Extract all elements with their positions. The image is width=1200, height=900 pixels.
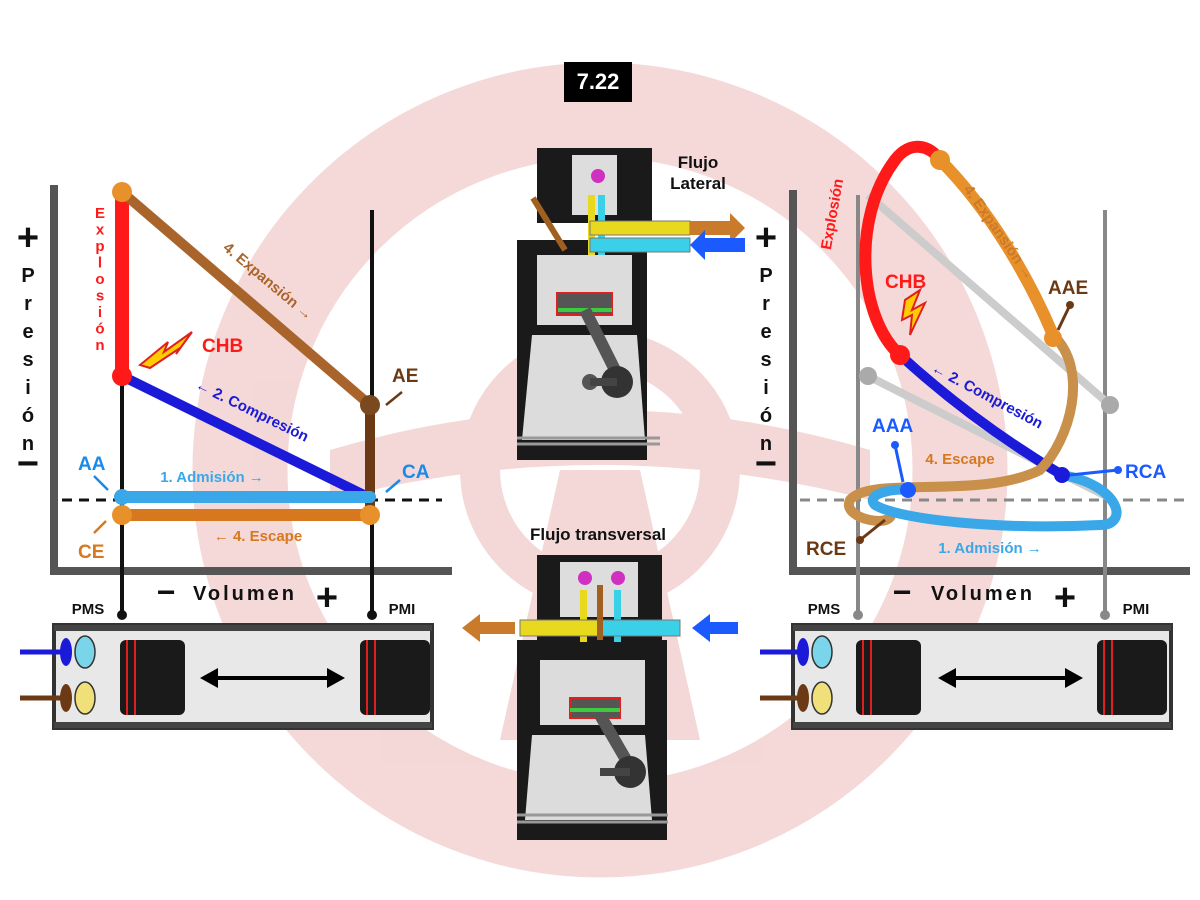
right-rce-arrow (859, 518, 886, 542)
left-pmi-label: PMI (389, 601, 416, 618)
left-ca-arrow (385, 479, 401, 493)
left-pressure-letter: ó (22, 405, 34, 427)
right-intake-valve (811, 635, 833, 669)
center-top-exhaust-arrow (690, 213, 745, 243)
right-pressure-plus: + (755, 217, 777, 259)
left-pressure-plus: + (17, 217, 39, 259)
right-rca-arrow (1069, 468, 1119, 477)
left-explosion-letter: x (96, 222, 105, 239)
right-spark-icon (900, 287, 928, 336)
right-cylinder (760, 623, 1173, 730)
right-pressure-letter: e (760, 321, 771, 343)
center-bottom-engine: Flujo transversal (462, 525, 738, 840)
left-aa-label: AA (78, 454, 106, 475)
left-explosion-letter: s (96, 288, 104, 305)
left-volume-plus: + (316, 577, 338, 619)
center-top-label-1: Flujo (678, 153, 719, 172)
center-bottom-intake-arrow (692, 614, 738, 642)
right-exhaust-valve (811, 681, 833, 715)
center-top-label-2: Lateral (670, 174, 726, 193)
left-exhaust-label: ← 4. Escape (214, 528, 302, 545)
right-pressure-letter: n (760, 433, 772, 455)
left-piston-pmi (360, 640, 430, 715)
left-explosion-letter: o (95, 271, 104, 288)
left-ce-arrow (93, 520, 107, 534)
left-pressure-letter: n (22, 433, 34, 455)
right-pressure-letter: s (760, 349, 771, 371)
right-pressure-letter: r (762, 293, 770, 315)
right-escape-label: 4. Escape (925, 451, 994, 468)
right-explosion-curve (859, 140, 945, 360)
left-pressure-minus: − (17, 443, 39, 485)
left-pressure-letter: P (21, 265, 34, 287)
right-exhaust-curve (844, 331, 1079, 526)
left-pressure-letter: e (22, 321, 33, 343)
left-admission-label: 1. Admisión → (160, 469, 264, 486)
left-pressure-letter: s (22, 349, 33, 371)
left-expansion-line (118, 188, 374, 409)
left-volume-minus: − (157, 574, 176, 610)
right-volume-plus: + (1054, 577, 1076, 619)
left-explosion-label: Explosión (95, 205, 105, 354)
right-piston-pms (856, 640, 921, 715)
right-pms-label: PMS (808, 601, 841, 618)
right-aaa-arrow (893, 444, 905, 483)
right-aae-label: AAE (1048, 278, 1088, 299)
right-aaa-label: AAA (872, 416, 913, 437)
right-aae-arrow (1056, 304, 1072, 331)
left-pressure-letter: r (24, 293, 32, 315)
left-piston-pms (120, 640, 185, 715)
right-volume-minus: − (893, 574, 912, 610)
left-pressure-letter: i (25, 377, 31, 399)
left-compression-line (119, 371, 373, 503)
left-explosion-letter: i (98, 304, 102, 321)
left-ae-arrow (385, 391, 403, 406)
right-admission-curve (867, 470, 1122, 532)
right-pressure-letter: P (759, 265, 772, 287)
left-explosion-letter: n (95, 337, 104, 354)
left-ca-label: CA (402, 462, 430, 483)
right-pressure-letter: i (763, 377, 769, 399)
right-volume-label: Volumen (931, 583, 1035, 605)
left-explosion-letter: E (95, 205, 105, 222)
left-spark-icon (137, 331, 193, 370)
left-intake-valve (74, 635, 96, 669)
right-expansion-label: 4. Expansión → (960, 182, 1038, 283)
left-explosion-letter: l (98, 255, 102, 272)
left-ae-label: AE (392, 366, 418, 387)
right-pmi-label: PMI (1123, 601, 1150, 618)
left-explosion-letter: ó (95, 321, 104, 338)
left-explosion-letter: p (95, 238, 104, 255)
left-cylinder (20, 623, 434, 730)
center-top-engine: Flujo Lateral (517, 148, 745, 460)
left-chb-label: CHB (202, 336, 243, 357)
right-piston-pmi (1097, 640, 1167, 715)
left-ce-label: CE (78, 542, 104, 563)
right-pressure-minus: − (755, 443, 777, 485)
figure-number-badge: 7.22 (564, 62, 632, 102)
right-rce-label: RCE (806, 539, 846, 560)
center-top-intake-arrow (690, 230, 745, 260)
left-exhaust-valve (74, 681, 96, 715)
right-chb-label: CHB (885, 272, 926, 293)
right-rca-label: RCA (1125, 462, 1166, 483)
left-volume-label: Volumen (193, 583, 297, 605)
right-pressure-letter: ó (760, 405, 772, 427)
right-admission-label: 1. Admisión → (938, 540, 1042, 557)
center-bottom-label: Flujo transversal (530, 525, 666, 544)
center-bottom-exhaust-arrow (462, 614, 515, 642)
left-pms-label: PMS (72, 601, 105, 618)
right-expansion-curve (935, 155, 1059, 338)
left-aa-arrow (93, 475, 109, 491)
